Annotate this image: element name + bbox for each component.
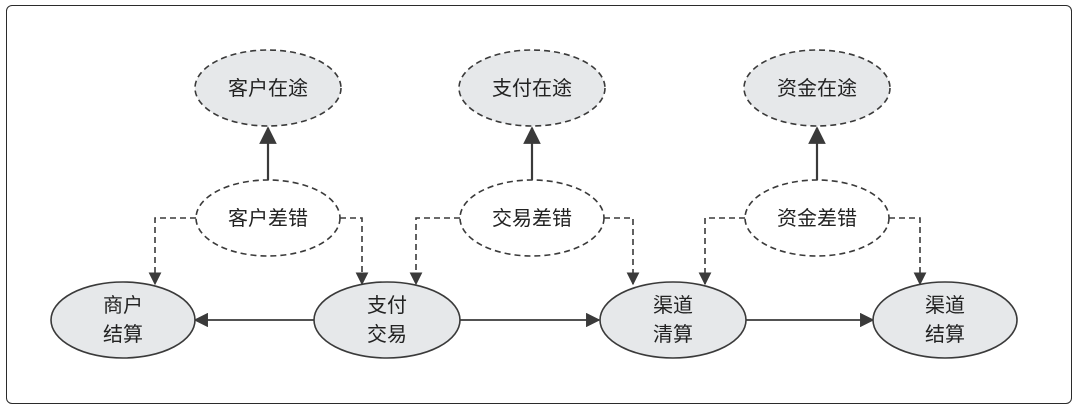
node-funds-in-transit: 资金在途: [743, 49, 891, 127]
node-merchant-settlement: 商户 结算: [50, 281, 196, 359]
node-merchant-settlement-shape: [50, 281, 196, 359]
node-funds-discrepancy: 资金差错: [744, 179, 890, 257]
node-payment-transaction-line-1: 支付: [367, 293, 407, 317]
flow-nodes: 商户 结算 支付 交易 渠道 清算 渠道 结算: [50, 281, 1018, 359]
node-payment-in-transit: 支付在途: [458, 49, 606, 127]
diff-nodes: 客户差错 交易差错 资金差错: [195, 179, 890, 257]
node-channel-clearing-line-1: 渠道: [653, 293, 693, 317]
node-channel-settlement-line-1: 渠道: [925, 293, 965, 317]
node-customer-in-transit: 客户在途: [194, 49, 342, 127]
edge-customer-discrepancy-to-merchant-settlement: [148, 217, 196, 286]
node-payment-transaction-shape: [313, 281, 461, 359]
node-transaction-discrepancy-label: 交易差错: [492, 206, 572, 230]
node-funds-discrepancy-shape: [744, 179, 890, 257]
top-nodes: 客户在途 支付在途 资金在途: [194, 49, 891, 127]
node-funds-in-transit-shape: [743, 49, 891, 127]
edge-customer-discrepancy-to-payment-transaction: [340, 217, 369, 286]
node-channel-settlement: 渠道 结算: [872, 281, 1018, 359]
node-transaction-discrepancy: 交易差错: [459, 179, 605, 257]
node-payment-transaction: 支付 交易: [313, 281, 461, 359]
node-customer-discrepancy-shape: [195, 179, 341, 257]
node-transaction-discrepancy-shape: [459, 179, 605, 257]
node-payment-in-transit-shape: [458, 49, 606, 127]
node-payment-in-transit-label: 支付在途: [492, 76, 572, 100]
node-merchant-settlement-line-2: 结算: [103, 322, 143, 346]
node-payment-transaction-line-2: 交易: [367, 322, 407, 346]
node-channel-clearing-line-2: 清算: [653, 322, 693, 346]
edge-transaction-discrepancy-to-channel-clearing: [604, 217, 640, 286]
node-customer-in-transit-label: 客户在途: [228, 76, 308, 100]
node-channel-clearing-shape: [599, 281, 747, 359]
node-funds-discrepancy-label: 资金差错: [777, 206, 857, 230]
node-channel-settlement-shape: [872, 281, 1018, 359]
edge-funds-discrepancy-to-channel-clearing: [698, 217, 745, 286]
edges-dashed: [148, 217, 927, 286]
edge-transaction-discrepancy-to-payment-transaction: [409, 217, 460, 286]
node-channel-settlement-line-2: 结算: [925, 322, 965, 346]
node-channel-clearing: 渠道 清算: [599, 281, 747, 359]
edge-funds-discrepancy-to-channel-settlement: [889, 217, 927, 286]
node-funds-in-transit-label: 资金在途: [777, 76, 857, 100]
node-customer-in-transit-shape: [194, 49, 342, 127]
node-customer-discrepancy-label: 客户差错: [228, 206, 308, 230]
edges-up: [259, 126, 826, 180]
node-customer-discrepancy: 客户差错: [195, 179, 341, 257]
node-merchant-settlement-line-1: 商户: [103, 293, 143, 317]
